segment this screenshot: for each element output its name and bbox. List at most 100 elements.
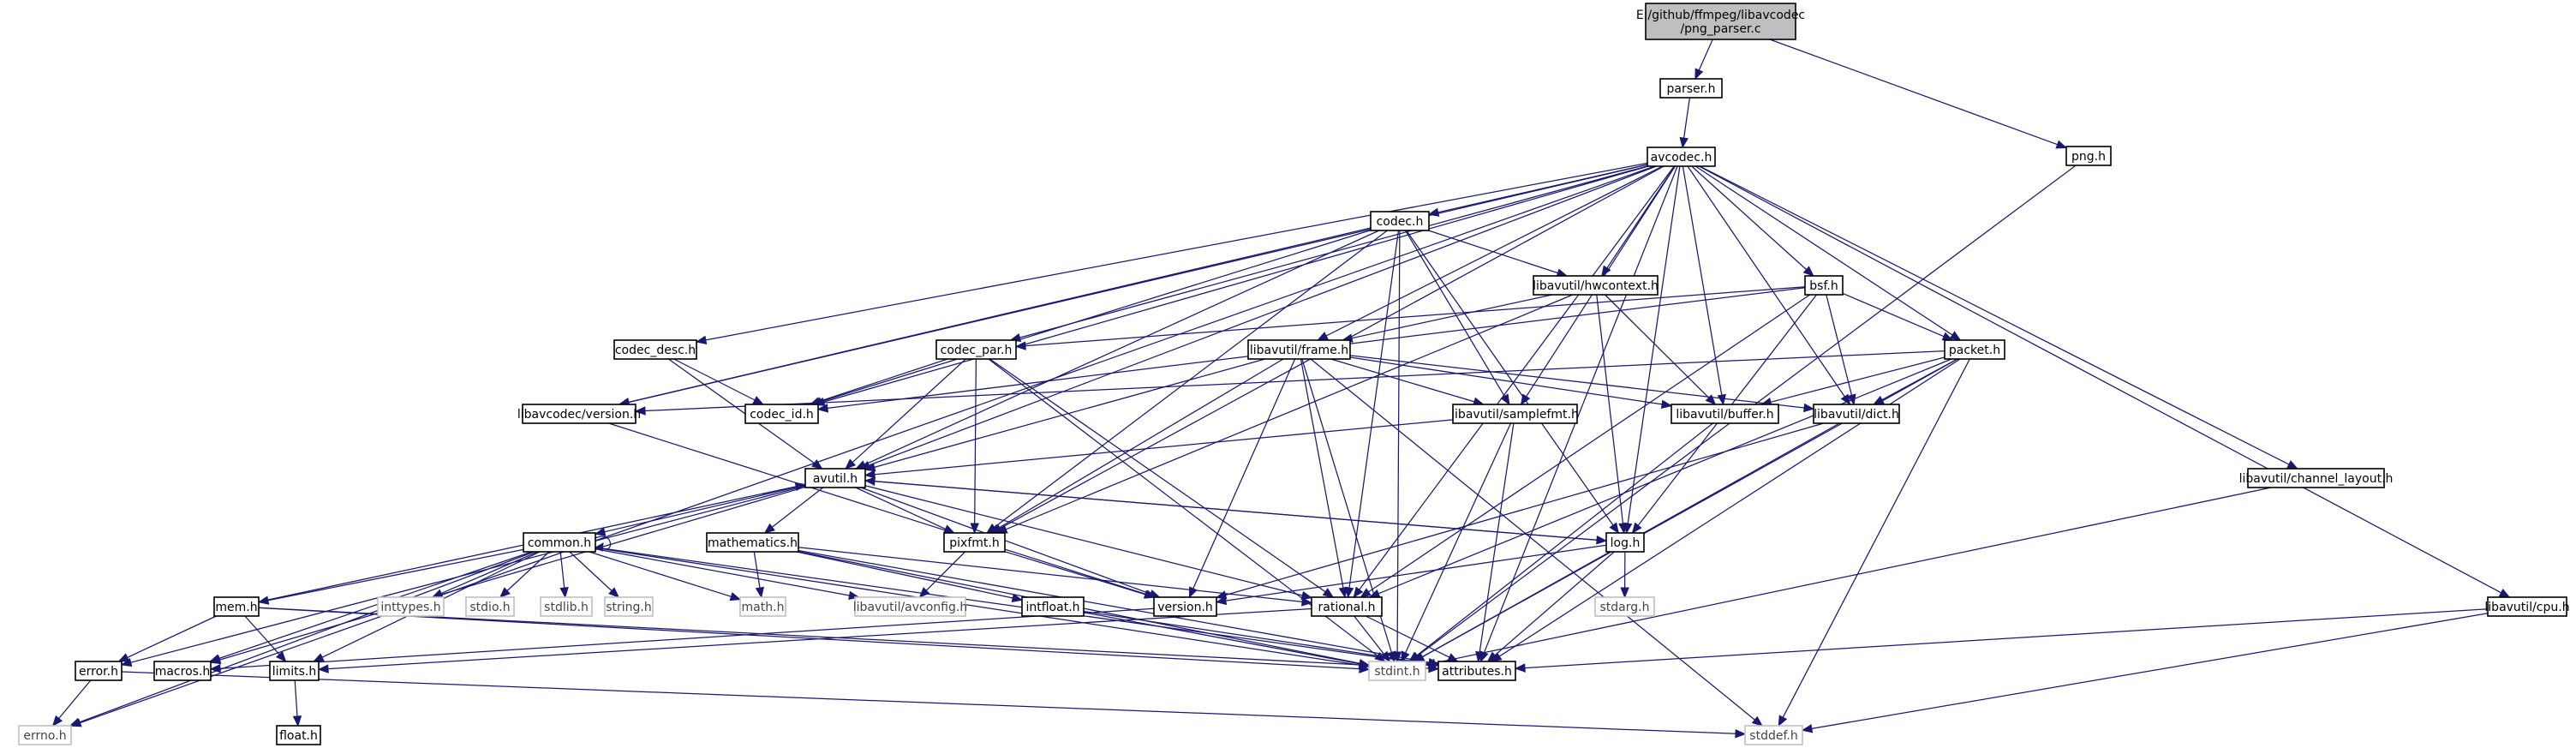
node-avutil[interactable]: avutil.h bbox=[804, 468, 866, 488]
edge-arrowhead bbox=[1322, 588, 1335, 598]
edge-arrowhead bbox=[1344, 586, 1354, 599]
edge-hwcontext-to-buffer bbox=[1605, 294, 1717, 405]
edge-line bbox=[1354, 615, 1384, 655]
node-log[interactable]: log.h bbox=[1605, 532, 1645, 553]
node-mem[interactable]: mem.h bbox=[213, 596, 260, 617]
node-box bbox=[276, 725, 321, 745]
node-intfloat[interactable]: intfloat.h bbox=[1021, 596, 1085, 617]
node-hwcontext[interactable]: libavutil/hwcontext.h bbox=[1533, 275, 1659, 296]
node-label: libavutil/frame.h bbox=[1250, 344, 1348, 357]
node-errno[interactable]: errno.h bbox=[18, 725, 72, 745]
edge-bsf-to-codec_par bbox=[1014, 286, 1806, 350]
node-stdlib[interactable]: stdlib.h bbox=[540, 596, 593, 617]
node-avconfig[interactable]: libavutil/avconfig.h bbox=[853, 596, 967, 617]
edge-line bbox=[595, 547, 1360, 666]
node-label: mem.h bbox=[215, 601, 257, 614]
node-root[interactable]: E:/github/ffmpeg/libavcodec/png_parser.c bbox=[1636, 3, 1805, 40]
edge-line bbox=[1310, 358, 1755, 721]
edge-line bbox=[130, 485, 806, 663]
edge-arrowhead bbox=[816, 404, 829, 413]
node-pixfmt[interactable]: pixfmt.h bbox=[943, 532, 1006, 553]
edge-arrowhead bbox=[1486, 651, 1498, 662]
edge-codec-to-stdint bbox=[1392, 230, 1402, 663]
edge-line bbox=[1434, 487, 2272, 664]
edge-frame-to-stddef bbox=[1310, 358, 1764, 727]
node-inttypes[interactable]: inttypes.h bbox=[377, 596, 445, 617]
node-stdint[interactable]: stdint.h bbox=[1368, 661, 1426, 681]
node-attributes[interactable]: attributes.h bbox=[1437, 661, 1516, 681]
edge-line bbox=[1083, 610, 1430, 665]
edge-line bbox=[1699, 165, 2290, 465]
node-box bbox=[804, 468, 866, 488]
edge-common-to-mem bbox=[257, 548, 524, 605]
node-limits[interactable]: limits.h bbox=[269, 661, 320, 681]
edge-line bbox=[753, 551, 761, 589]
node-float[interactable]: float.h bbox=[276, 725, 321, 745]
node-error[interactable]: error.h bbox=[75, 661, 123, 681]
node-mathematics[interactable]: mathematics.h bbox=[706, 532, 799, 553]
node-string[interactable]: string.h bbox=[604, 596, 654, 617]
edge-arrowhead bbox=[1609, 522, 1620, 535]
edge-line bbox=[668, 358, 815, 464]
edge-line bbox=[864, 485, 1303, 596]
node-common[interactable]: common.h bbox=[523, 532, 596, 553]
edge-arrowhead bbox=[1778, 715, 1788, 727]
node-parser[interactable]: parser.h bbox=[1659, 78, 1723, 99]
edge-line bbox=[1406, 230, 1614, 526]
edge-frame-to-rational bbox=[1300, 358, 1348, 599]
node-channel-layout[interactable]: libavutil/channel_layout.h bbox=[2239, 468, 2394, 488]
edge-line bbox=[925, 551, 965, 591]
node-stdarg[interactable]: stdarg.h bbox=[1594, 596, 1655, 617]
edge-mathematics-to-math bbox=[753, 551, 765, 599]
node-label: libavutil/samplefmt.h bbox=[1451, 408, 1579, 422]
edge-line bbox=[589, 551, 732, 597]
edge-line bbox=[1782, 358, 1970, 718]
node-dict[interactable]: libavutil/dict.h bbox=[1813, 404, 1900, 424]
node-macros[interactable]: macros.h bbox=[153, 661, 212, 681]
node-label: stdlib.h bbox=[544, 601, 589, 614]
node-frame[interactable]: libavutil/frame.h bbox=[1247, 339, 1351, 360]
node-codec[interactable]: codec.h bbox=[1370, 211, 1430, 231]
node-label: codec_desc.h bbox=[615, 344, 696, 357]
edge-avutil-to-rational bbox=[864, 485, 1313, 601]
edge-avcodec-to-packet bbox=[1694, 165, 1962, 341]
edge-arrowhead bbox=[2286, 460, 2298, 470]
node-codec-par[interactable]: codec_par.h bbox=[935, 339, 1017, 360]
node-version[interactable]: version.h bbox=[1153, 596, 1217, 617]
node-lavc-version[interactable]: libavcodec/version.h bbox=[517, 404, 641, 424]
edge-codec-to-rational bbox=[1344, 230, 1400, 599]
node-label: avcodec.h bbox=[1651, 151, 1712, 165]
node-stdio[interactable]: stdio.h bbox=[465, 596, 515, 617]
edge-line bbox=[796, 551, 1013, 599]
node-bsf[interactable]: bsf.h bbox=[1804, 275, 1844, 296]
node-buffer[interactable]: libavutil/buffer.h bbox=[1671, 404, 1779, 424]
node-codec-desc[interactable]: codec_desc.h bbox=[613, 339, 697, 360]
edge-arrowhead bbox=[1803, 403, 1815, 413]
node-label: log.h bbox=[1611, 536, 1641, 550]
edge-line bbox=[994, 230, 1388, 528]
edge-arrowhead bbox=[864, 463, 876, 472]
edge-arrowhead bbox=[317, 664, 329, 673]
node-codec-id[interactable]: codec_id.h bbox=[744, 404, 819, 424]
edge-cpu-to-attributes bbox=[1514, 608, 2489, 673]
edge-line bbox=[1225, 422, 1824, 596]
node-stddef[interactable]: stddef.h bbox=[1744, 725, 1803, 745]
node-avcodec[interactable]: avcodec.h bbox=[1647, 147, 1716, 167]
edge-line bbox=[673, 358, 756, 401]
edge-line bbox=[1349, 356, 1663, 405]
node-box bbox=[1452, 404, 1578, 424]
node-box bbox=[943, 532, 1006, 553]
node-rational[interactable]: rational.h bbox=[1311, 596, 1383, 617]
node-box bbox=[18, 725, 72, 745]
node-packet[interactable]: packet.h bbox=[1944, 339, 2005, 360]
edge-line bbox=[1005, 294, 1574, 530]
edge-line bbox=[864, 230, 1380, 465]
node-cpu[interactable]: libavutil/cpu.h bbox=[2484, 596, 2570, 617]
edge-line bbox=[823, 165, 1649, 403]
edge-arrowhead bbox=[1353, 586, 1364, 599]
node-samplefmt[interactable]: libavutil/samplefmt.h bbox=[1451, 404, 1579, 424]
edge-avcodec-to-rational bbox=[1353, 165, 1675, 599]
node-math[interactable]: math.h bbox=[739, 596, 786, 617]
node-png[interactable]: png.h bbox=[2065, 146, 2112, 166]
node-label: intfloat.h bbox=[1025, 601, 1079, 614]
